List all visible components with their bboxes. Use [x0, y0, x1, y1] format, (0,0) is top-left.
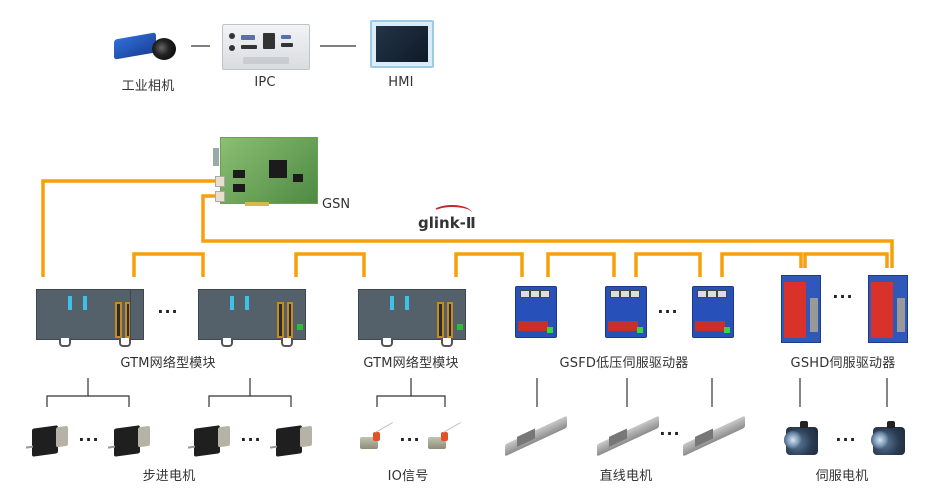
- bus-line-main: [201, 194, 894, 268]
- gtm-group-2-label: GTM网络型模块: [363, 356, 459, 371]
- linear-ellipsis: ···: [659, 424, 681, 443]
- stepper-tree-1b: [88, 395, 130, 407]
- gtm-group-1-label: GTM网络型模块: [120, 356, 216, 371]
- io-switch-2: [428, 422, 461, 449]
- stepper-motor-1: [26, 425, 68, 457]
- servo-ellipsis: ···: [835, 430, 857, 449]
- stepper-motor-4: [270, 425, 312, 457]
- ipc-device: [222, 24, 310, 70]
- servo-motor-1: [784, 421, 818, 455]
- stepper-ellipsis-1: ···: [78, 430, 100, 449]
- glink-logo-arc: [432, 205, 472, 221]
- glink-logo: glink-Ⅱ: [418, 214, 476, 232]
- stepper-tree-1: [46, 378, 89, 407]
- bus-line-gtm: [41, 179, 220, 277]
- gtm-module-1-ext: [130, 289, 144, 340]
- bracket-gsfd-3: [634, 252, 702, 277]
- gsn-controller-card: [213, 137, 318, 206]
- servo-motor-2: [871, 421, 905, 455]
- gshd-group-label: GSHD伺服驱动器: [790, 356, 896, 371]
- gshd-drive-2: [868, 275, 908, 343]
- bracket-gtm-1: [132, 252, 205, 277]
- ipc-label: IPC: [254, 75, 276, 90]
- servo-motor-label: 伺服电机: [815, 469, 869, 484]
- gtm-group-1-ellipsis: ···: [157, 302, 179, 321]
- gsn-label: GSN: [322, 197, 351, 212]
- io-label: IO信号: [387, 469, 429, 484]
- stepper-label: 步进电机: [142, 469, 196, 484]
- stepper-motor-2: [108, 425, 150, 457]
- industrial-camera: [110, 30, 180, 66]
- gshd-ellipsis: ···: [832, 287, 854, 306]
- gtm-module-1: [36, 289, 139, 347]
- linear-label: 直线电机: [599, 469, 653, 484]
- gtm-module-2: [198, 289, 306, 347]
- stepper-motor-3: [188, 425, 230, 457]
- stepper-tree-2: [208, 378, 251, 407]
- bracket-gsfd-gshd: [720, 252, 803, 277]
- gsfd-ellipsis: ···: [657, 302, 679, 321]
- hmi-label: HMI: [388, 75, 414, 90]
- bracket-gshd: [803, 252, 889, 268]
- bracket-gsfd-2: [546, 252, 616, 277]
- gsfd-drive-3: [692, 286, 734, 338]
- bracket-gtm-2: [294, 252, 366, 277]
- gsfd-group-label: GSFD低压伺服驱动器: [559, 356, 689, 371]
- gsfd-drive-2: [605, 286, 647, 338]
- stepper-tree-2b: [250, 395, 292, 407]
- io-switch-1: [360, 422, 393, 449]
- stepper-ellipsis-2: ···: [240, 430, 262, 449]
- gsfd-drive-1: [515, 286, 557, 338]
- gshd-drive-1: [781, 275, 821, 343]
- hmi-device: [370, 20, 434, 68]
- io-tree-b: [411, 395, 446, 407]
- bracket-gsfd-1: [454, 252, 524, 277]
- io-ellipsis: ···: [399, 430, 421, 449]
- camera-label: 工业相机: [121, 79, 175, 94]
- io-tree: [376, 378, 412, 407]
- gtm-module-3: [358, 289, 466, 347]
